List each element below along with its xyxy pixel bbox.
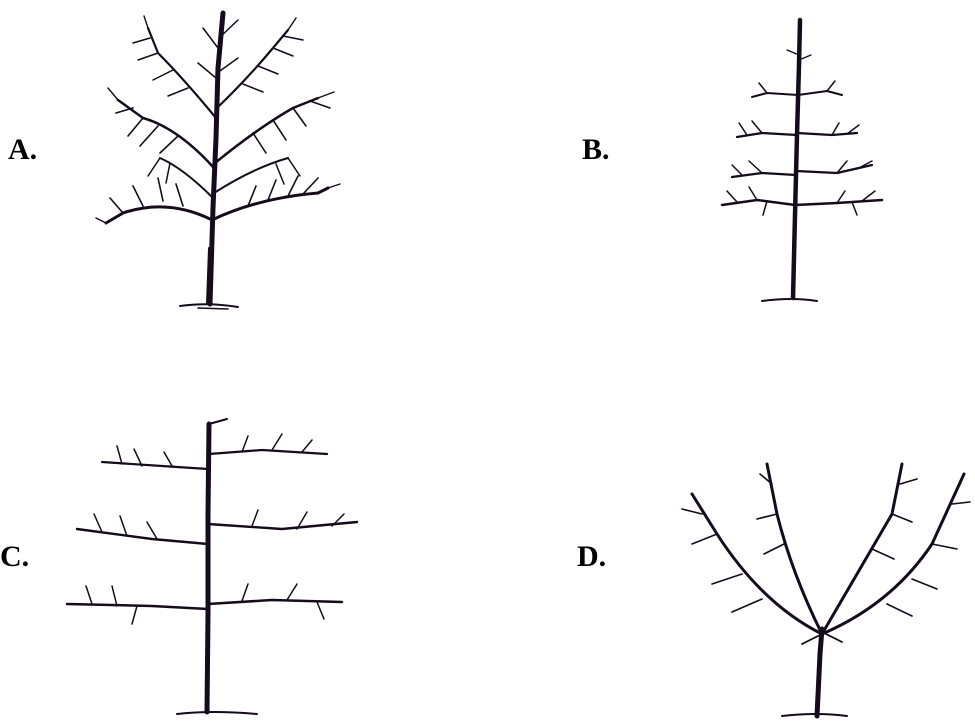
panel-a-label: A. bbox=[8, 133, 37, 167]
panel-c: C. bbox=[0, 362, 487, 724]
panel-b: B. bbox=[487, 0, 975, 362]
tree-c-espalier-illustration bbox=[62, 414, 362, 724]
tree-d-open-vase-illustration bbox=[672, 454, 972, 724]
panel-d: D. bbox=[487, 362, 975, 724]
panel-c-label: C. bbox=[0, 540, 29, 574]
panel-b-label: B. bbox=[582, 133, 610, 167]
tree-b-spindle-illustration bbox=[707, 15, 897, 315]
panel-a: A. bbox=[0, 0, 487, 362]
panel-d-label: D. bbox=[577, 540, 606, 574]
tree-a-central-leader-illustration bbox=[88, 8, 348, 318]
